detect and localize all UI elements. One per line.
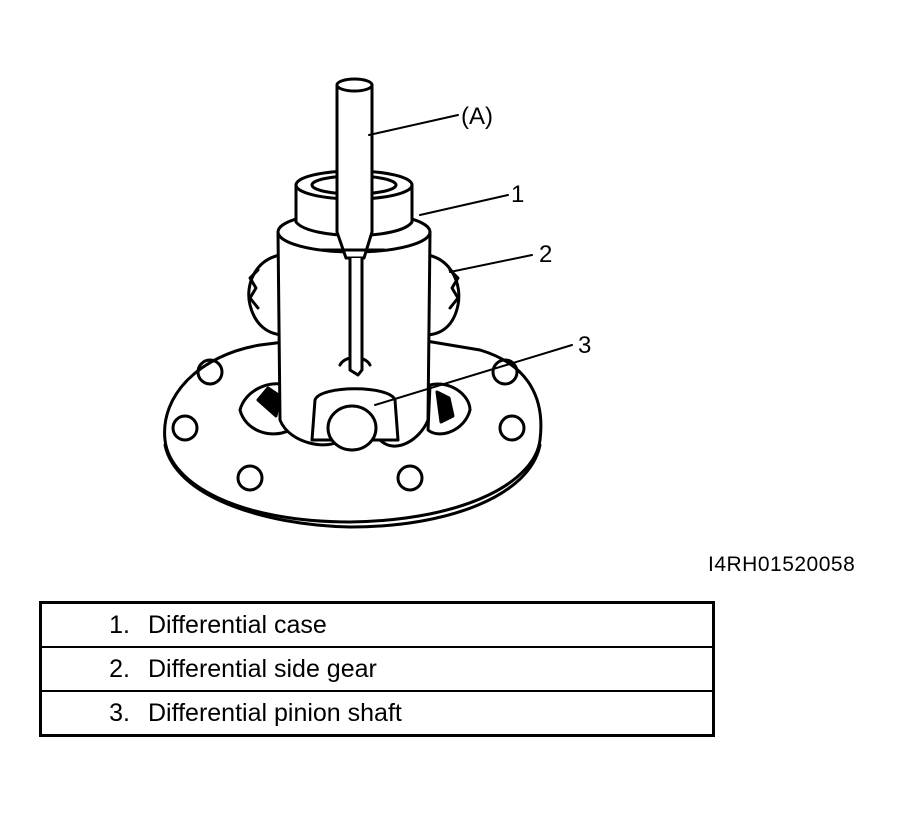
legend-text: Differential side gear: [148, 646, 714, 691]
legend-text: Differential case: [148, 610, 327, 639]
legend-table: 1. Differential case 2. Differential sid…: [39, 601, 715, 737]
callout-tool-a: (A): [461, 103, 493, 130]
legend-text: Differential pinion shaft: [148, 690, 714, 736]
legend-row: 1. Differential case: [41, 603, 714, 648]
legend-number: 3.: [40, 690, 148, 736]
legend-row: 2. Differential side gear: [40, 646, 714, 691]
differential-illustration: (A) 1 2 3: [163, 77, 591, 529]
legend-number: 1.: [109, 610, 130, 639]
leader-lines: [368, 114, 573, 406]
callout-1: 1: [511, 181, 524, 208]
callout-2: 2: [539, 241, 552, 268]
punch-tool: [320, 77, 386, 377]
legend-row: 3. Differential pinion shaft: [40, 690, 714, 736]
figure-id: I4RH01520058: [708, 553, 856, 576]
callout-3: 3: [578, 332, 591, 359]
legend-number: 2.: [40, 646, 148, 691]
side-gear: [247, 253, 461, 337]
